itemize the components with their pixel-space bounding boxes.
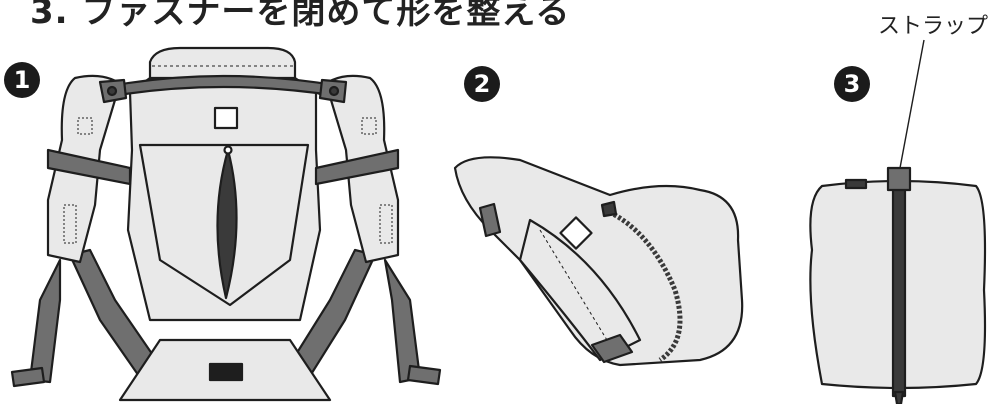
right-lower-strap — [385, 260, 420, 382]
waist-belt-tag — [210, 364, 242, 380]
pouch-tab — [846, 180, 866, 188]
brand-label — [215, 108, 237, 128]
folding-tab — [602, 202, 616, 216]
zipper-pull — [895, 392, 903, 404]
pouch-zipper — [893, 186, 905, 396]
right-end-tab — [408, 366, 440, 384]
packed-pouch-figure — [810, 40, 985, 404]
pouch-strap — [888, 168, 910, 190]
carrier-open-figure — [12, 48, 440, 400]
left-lower-strap — [30, 260, 60, 382]
carrier-folding-figure — [455, 157, 742, 365]
left-end-tab — [12, 368, 44, 386]
strap-callout-leader — [900, 40, 924, 168]
